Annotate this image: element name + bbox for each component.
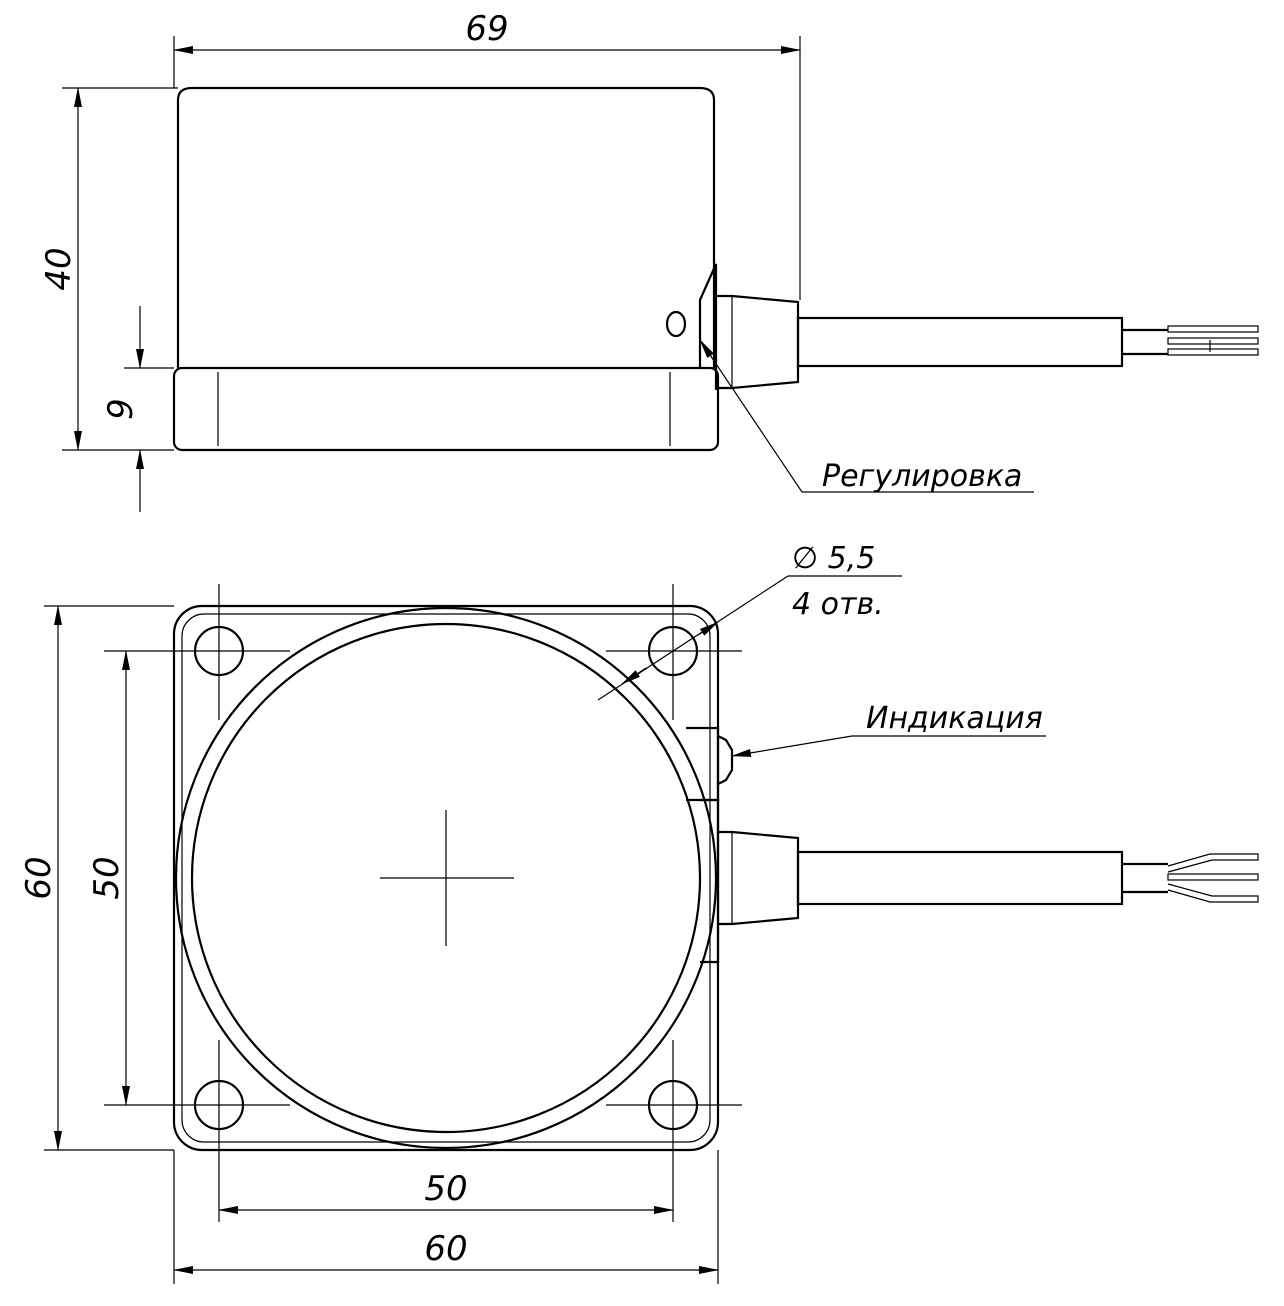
dimension-label-9: 9 bbox=[101, 398, 141, 420]
callout-adjustment-label: Регулировка bbox=[822, 459, 1022, 494]
wires-top bbox=[1122, 853, 1259, 903]
dimension-40: 40 bbox=[39, 87, 178, 451]
dimension-label-50-vertical: 50 bbox=[87, 856, 127, 899]
dimension-label-50-horizontal: 50 bbox=[424, 1169, 467, 1209]
wires-side bbox=[1122, 325, 1259, 356]
dimension-69: 69 bbox=[173, 9, 801, 300]
dimension-60-vertical: 60 bbox=[19, 605, 174, 1151]
callout-hole-diameter: ∅ 5,5 4 отв. bbox=[597, 541, 902, 701]
sensing-face-outer bbox=[174, 606, 718, 1150]
callout-indication-label: Индикация bbox=[866, 701, 1043, 736]
sensing-face-inner bbox=[190, 622, 702, 1134]
cable-gland-top bbox=[700, 798, 800, 964]
callout-adjustment: Регулировка bbox=[699, 339, 1034, 494]
callout-hole-count-label: 4 отв. bbox=[792, 587, 884, 622]
mounting-holes bbox=[104, 584, 742, 1222]
side-view: 69 40 9 Регулировка bbox=[39, 9, 1259, 512]
cable-top bbox=[796, 850, 1124, 906]
dimension-label-69: 69 bbox=[465, 9, 508, 49]
callout-indication: Индикация bbox=[731, 701, 1046, 757]
adjustment-screw bbox=[665, 310, 687, 338]
dimension-50-vertical: 50 bbox=[87, 650, 130, 1106]
dimension-9: 9 bbox=[101, 306, 174, 512]
dimension-label-60-horizontal: 60 bbox=[424, 1229, 467, 1269]
mounting-base-side bbox=[172, 366, 720, 452]
cable-side bbox=[796, 316, 1124, 368]
dimension-label-60-vertical: 60 bbox=[19, 856, 59, 899]
top-view: 60 50 50 60 ∅ 5,5 4 отв. bbox=[19, 541, 1259, 1284]
callout-diameter-label: ∅ 5,5 bbox=[792, 541, 875, 576]
dimension-label-40: 40 bbox=[39, 247, 79, 290]
dimension-60-horizontal: 60 bbox=[173, 1150, 719, 1284]
cable-gland-wedge bbox=[698, 263, 718, 390]
dimension-50-horizontal: 50 bbox=[218, 1169, 674, 1214]
indicator-led bbox=[686, 726, 734, 802]
cable-gland-side bbox=[716, 294, 800, 390]
sensor-body-side bbox=[176, 86, 716, 368]
